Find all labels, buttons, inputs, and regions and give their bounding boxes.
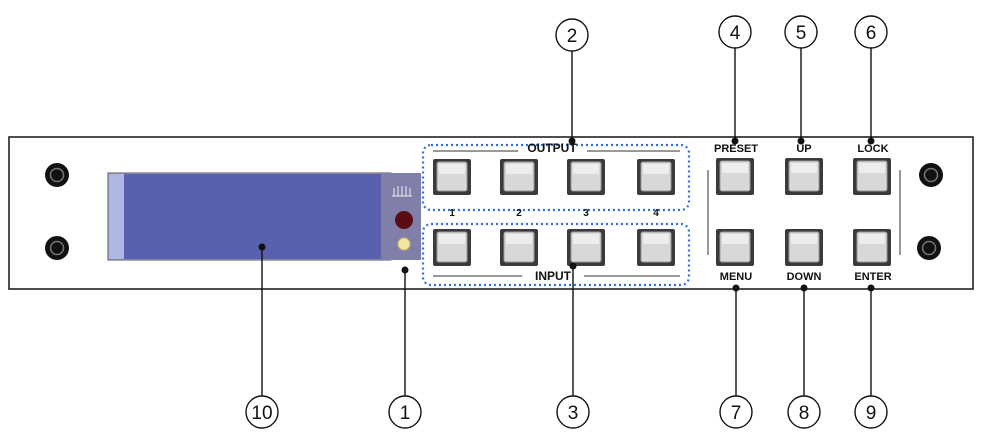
power-led [397, 237, 411, 251]
callout-circle-3 [556, 395, 590, 429]
rack-hole-bottom-right [917, 236, 941, 260]
output-group-outline [421, 143, 691, 212]
enter-label: ENTER [854, 271, 891, 283]
rack-hole-bottom-left [45, 236, 69, 260]
output-button-2[interactable] [500, 159, 538, 195]
input-button-3[interactable] [567, 229, 605, 266]
channel-number-4: 4 [653, 208, 659, 219]
channel-number-3: 3 [583, 208, 589, 219]
output-button-3[interactable] [567, 159, 605, 195]
channel-number-1: 1 [449, 208, 455, 219]
callout-circle-6 [854, 15, 888, 49]
callout-number-4: 4 [730, 23, 741, 44]
enter-button[interactable] [853, 229, 891, 266]
callout-number-6: 6 [866, 23, 877, 44]
callout-number-3: 3 [568, 403, 579, 424]
input-group-outline [421, 222, 691, 287]
up-button[interactable] [785, 158, 823, 195]
callout-dots [258, 137, 875, 292]
input-label: INPUT [535, 269, 572, 283]
down-button[interactable] [785, 229, 823, 266]
menu-button[interactable] [716, 229, 754, 266]
callout-number-8: 8 [799, 403, 810, 424]
up-label: UP [796, 143, 811, 155]
preset-button[interactable] [716, 158, 754, 195]
callout-circle-4 [718, 15, 752, 49]
callout-circle-5 [784, 15, 818, 49]
input-button-4[interactable] [637, 229, 675, 266]
callout-number-10: 10 [251, 403, 272, 424]
callout-number-5: 5 [796, 23, 807, 44]
output-button-1[interactable] [433, 159, 471, 195]
lcd-display [124, 174, 381, 259]
preset-label: PRESET [714, 143, 758, 155]
callout-circle-10 [245, 395, 279, 429]
output-label: OUTPUT [527, 141, 577, 155]
callout-number-7: 7 [731, 403, 742, 424]
output-button-4[interactable] [637, 159, 675, 195]
ir-sensor-icon [392, 186, 412, 197]
callout-circle-7 [719, 395, 753, 429]
callout-number-9: 9 [866, 403, 877, 424]
callout-number-2: 2 [567, 26, 578, 47]
callout-circle-2 [555, 18, 589, 52]
callout-leaders [261, 47, 872, 397]
input-button-1[interactable] [433, 229, 471, 266]
callout-circle-1 [388, 395, 422, 429]
rack-hole-top-right [919, 163, 943, 187]
down-label: DOWN [787, 271, 822, 283]
lock-label: LOCK [857, 143, 888, 155]
lock-button[interactable] [853, 158, 891, 195]
rack-hole-top-left [45, 163, 69, 187]
callout-number-1: 1 [400, 403, 411, 424]
channel-number-2: 2 [516, 208, 522, 219]
callout-circle-9 [854, 395, 888, 429]
menu-label: MENU [720, 271, 752, 283]
ir-receiver [395, 211, 413, 229]
input-button-2[interactable] [500, 229, 538, 266]
callout-circle-8 [787, 395, 821, 429]
